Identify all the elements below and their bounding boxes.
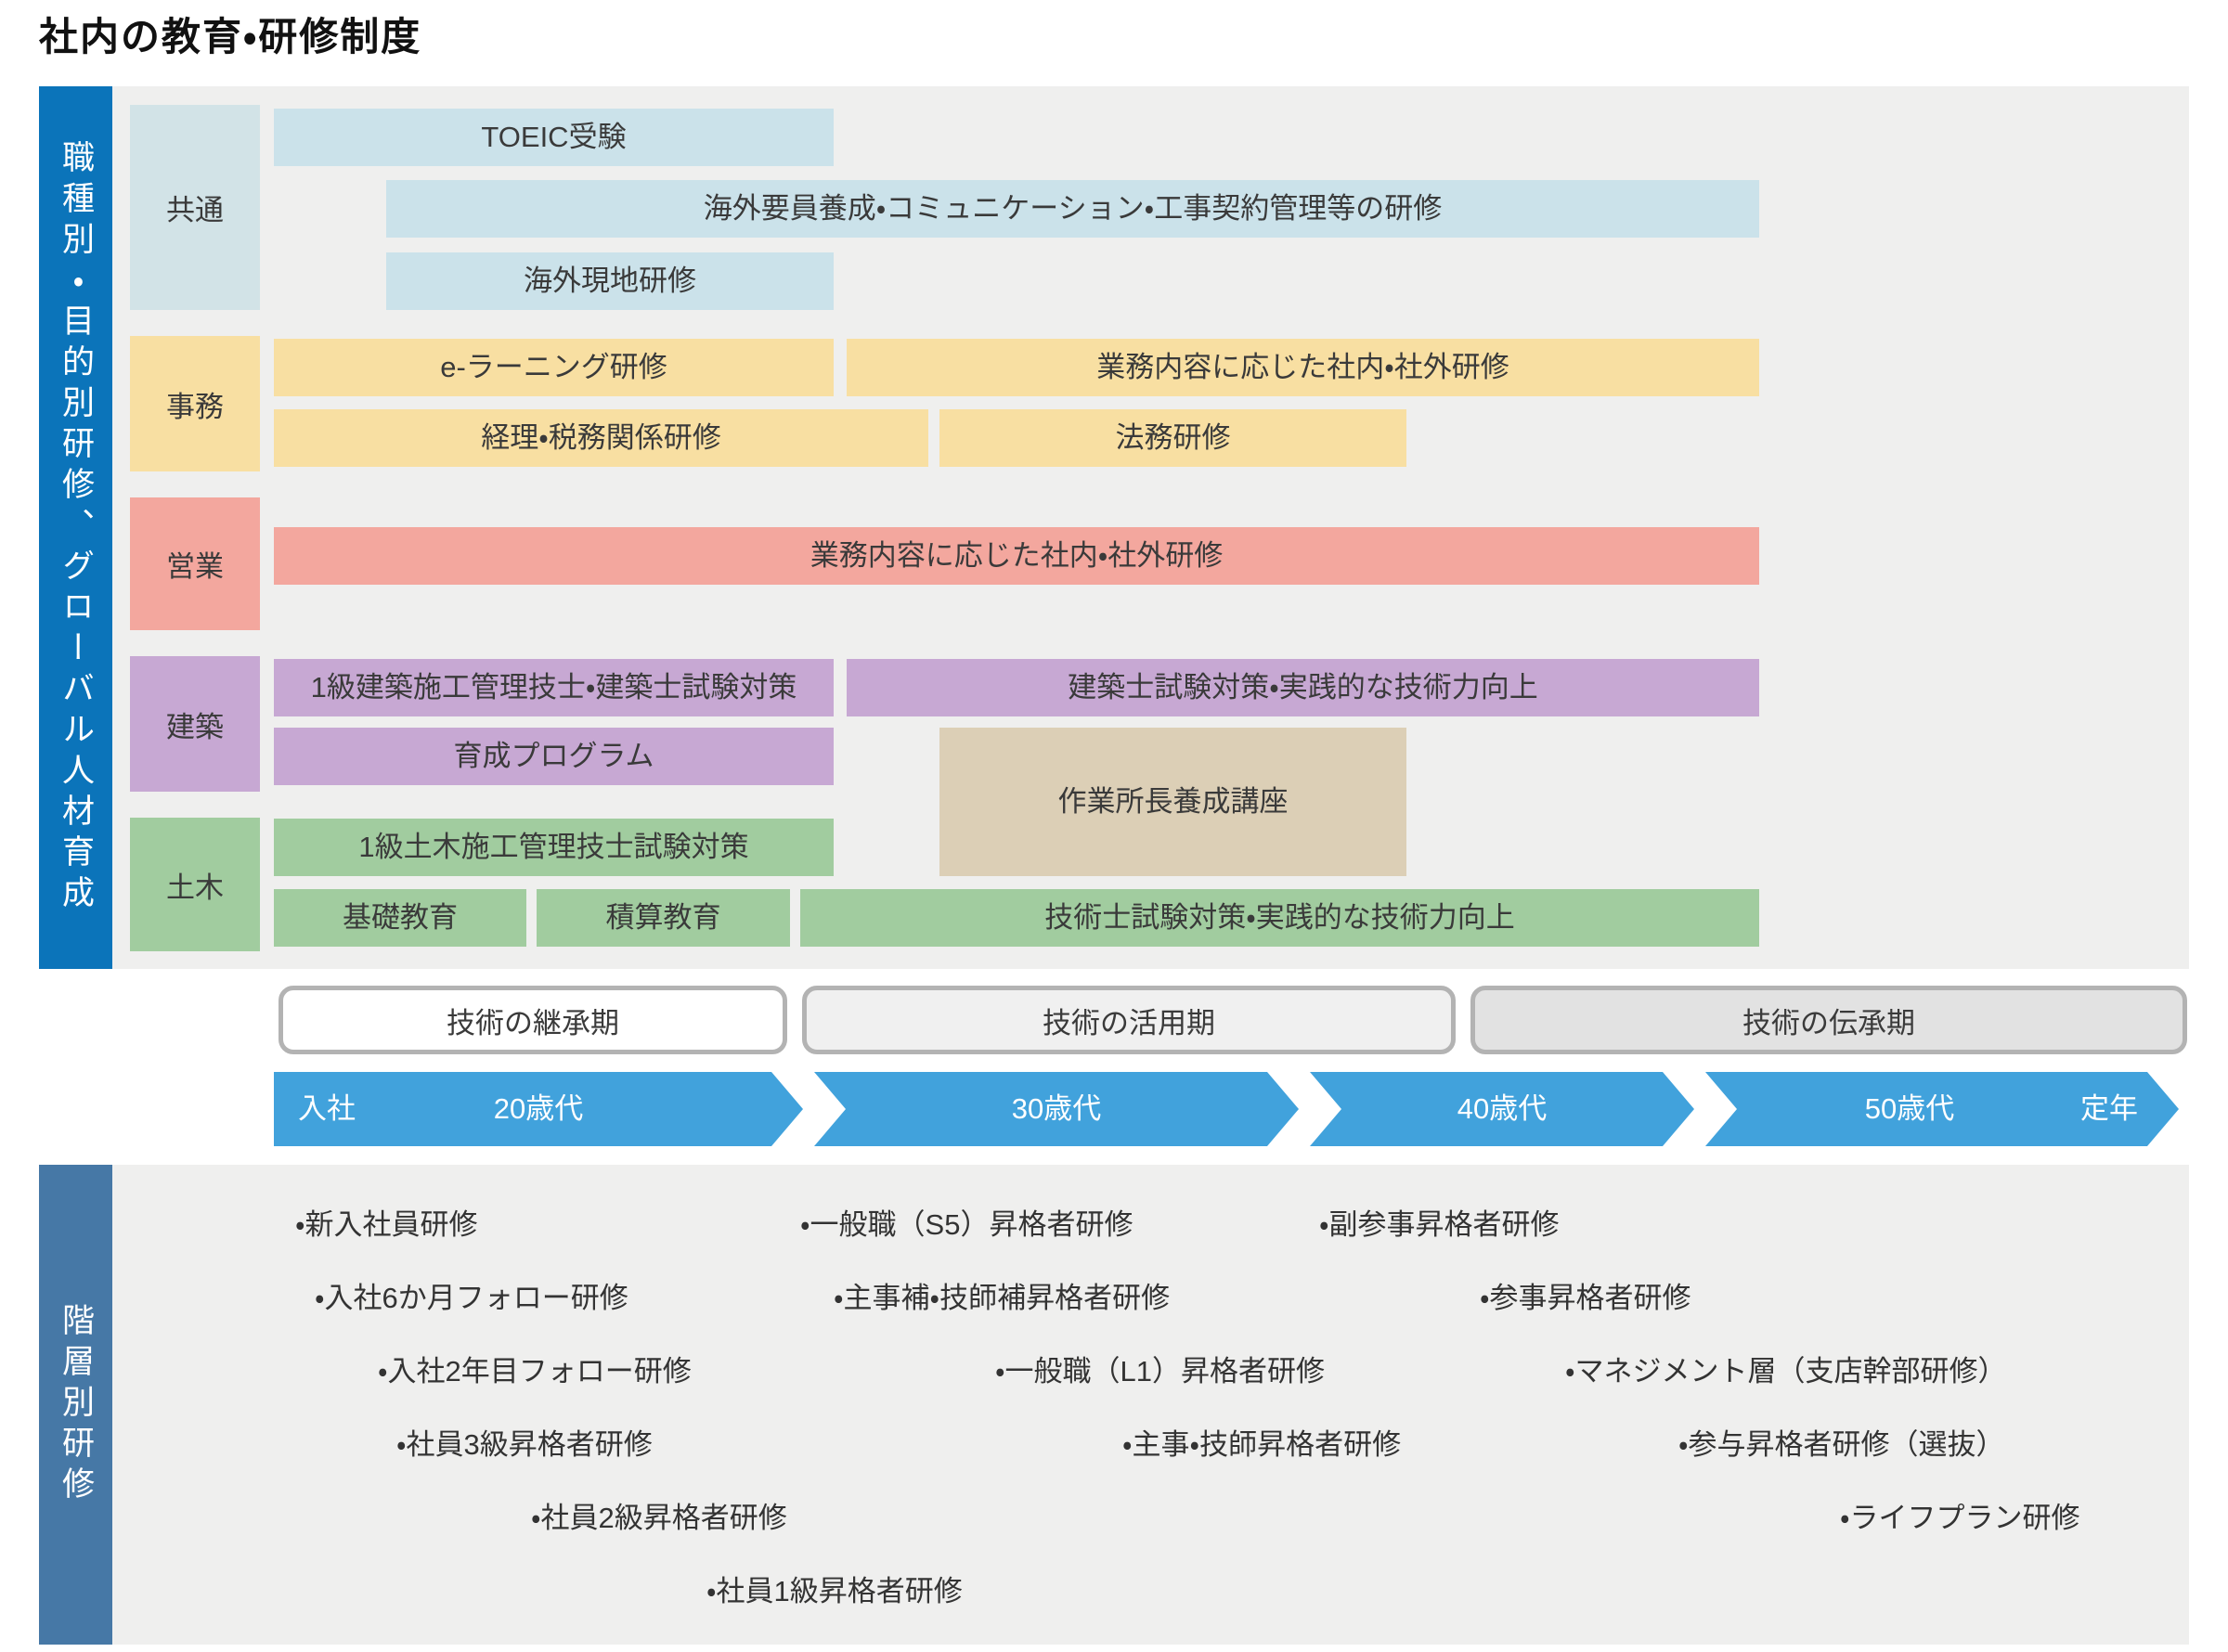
phase-transmission-period: 技術の伝承期 [1470, 986, 2187, 1054]
rank-item-chief-engineer: ・主事・技師昇格者研修 [1122, 1428, 1402, 1461]
rank-item-2ndyear-follow: ・入社2年目フォロー研修 [378, 1355, 692, 1387]
page-title: 社内の教育・研修制度 [39, 15, 422, 58]
bar-engineer-skill-improvement: 技術士試験対策・実践的な技術力向上 [800, 889, 1759, 947]
bar-internal-external-training-sales: 業務内容に応じた社内・社外研修 [274, 527, 1759, 585]
timeline-stage-40s: 40歳代 [1457, 1092, 1548, 1125]
bar-development-program: 育成プログラム [274, 728, 834, 785]
bar-toeic: TOEIC受験 [274, 109, 834, 166]
timeline-stage-20s: 20歳代 [493, 1092, 584, 1125]
bar-overseas-onsite-training: 海外現地研修 [386, 252, 834, 310]
timeline-arrow-50s: 50歳代 定年 [1705, 1072, 2179, 1146]
bar-civil-exam-prep: 1級土木施工管理技士試験対策 [274, 819, 834, 876]
timeline-stage-50s: 50歳代 [1864, 1092, 1955, 1125]
rank-item-deputy-counselor: ・副参事昇格者研修 [1319, 1208, 1560, 1241]
bar-basic-education: 基礎教育 [274, 889, 526, 947]
timeline-arrow-40s: 40歳代 [1310, 1072, 1694, 1146]
bar-legal-training: 法務研修 [939, 409, 1406, 467]
timeline-end-label: 定年 [2080, 1092, 2138, 1125]
timeline-start-label: 入社 [298, 1092, 356, 1125]
rank-item-advisor-selection: ・参与昇格者研修（選抜） [1678, 1428, 2005, 1461]
rank-item-6month-follow: ・入社6か月フォロー研修 [315, 1282, 628, 1314]
bar-estimation-education: 積算教育 [537, 889, 790, 947]
sidebar-job-type-training: 職種別・目的別研修、グローバル人材育成 [39, 86, 112, 969]
phase-succession-period: 技術の継承期 [278, 986, 787, 1054]
bar-architect-skill-improvement: 建築士試験対策・実践的な技術力向上 [847, 659, 1759, 716]
category-common: 共通 [130, 105, 260, 310]
timeline-arrow-20s: 入社 20歳代 [274, 1072, 803, 1146]
category-admin: 事務 [130, 336, 260, 471]
rank-item-grade2: ・社員2級昇格者研修 [531, 1502, 787, 1534]
timeline-stage-30s: 30歳代 [1011, 1092, 1102, 1125]
rank-item-grade1: ・社員1級昇格者研修 [706, 1575, 963, 1607]
rank-item-lifeplan: ・ライフプラン研修 [1840, 1502, 2080, 1534]
rank-item-general-s5: ・一般職（S5）昇格者研修 [800, 1208, 1133, 1241]
sidebar-job-type-label: 職種別・目的別研修、グローバル人材育成 [58, 139, 94, 916]
rank-item-new-employee: ・新入社員研修 [295, 1208, 478, 1241]
rank-item-assistant-chief: ・主事補・技師補昇格者研修 [834, 1282, 1171, 1314]
category-sales: 営業 [130, 497, 260, 630]
bar-accounting-tax-training: 経理・税務関係研修 [274, 409, 928, 467]
bar-overseas-personnel-training: 海外要員養成・コミュニケーション・工事契約管理等の研修 [386, 180, 1759, 238]
bar-site-manager-course: 作業所長養成講座 [939, 728, 1406, 876]
sidebar-rank-training: 階層別研修 [39, 1165, 112, 1645]
sidebar-rank-label: 階層別研修 [58, 1302, 94, 1507]
rank-training-panel [39, 1165, 2189, 1645]
bar-elearning: e-ラーニング研修 [274, 339, 834, 396]
rank-item-general-l1: ・一般職（L1）昇格者研修 [995, 1355, 1326, 1387]
category-architecture: 建築 [130, 656, 260, 792]
rank-item-grade3: ・社員3級昇格者研修 [396, 1428, 653, 1461]
phase-utilization-period: 技術の活用期 [802, 986, 1456, 1054]
rank-item-counselor: ・参事昇格者研修 [1480, 1282, 1691, 1314]
rank-item-management-layer: ・マネジメント層（支店幹部研修） [1565, 1355, 2007, 1387]
timeline-arrow-30s: 30歳代 [814, 1072, 1299, 1146]
bar-architecture-exam-prep: 1級建築施工管理技士・建築士試験対策 [274, 659, 834, 716]
category-civil: 土木 [130, 818, 260, 951]
bar-internal-external-training-admin: 業務内容に応じた社内・社外研修 [847, 339, 1759, 396]
